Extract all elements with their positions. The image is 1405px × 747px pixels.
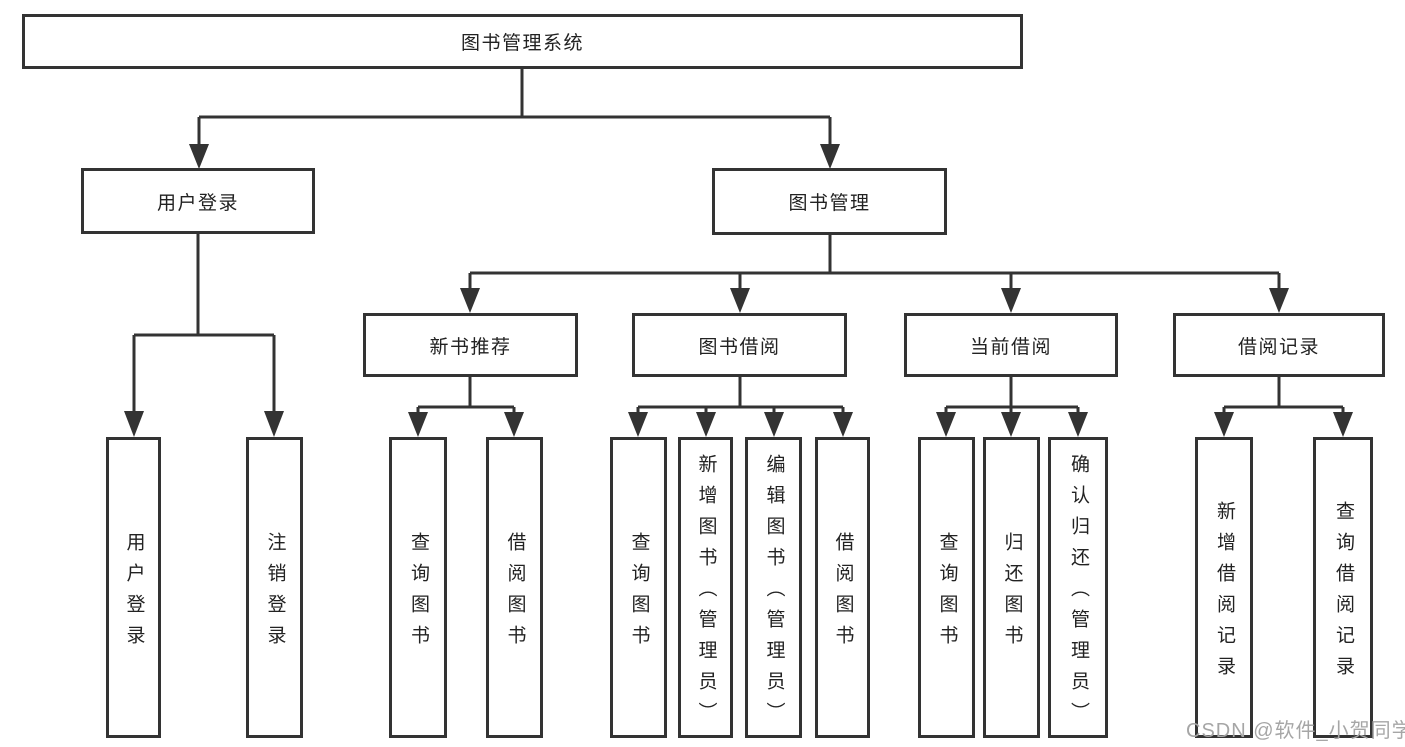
leaf-edit-books-admin: 编辑图书（管理员） <box>745 437 802 738</box>
connector-root-to-level2 <box>189 67 840 169</box>
leaf-add-books-admin: 新增图书（管理员） <box>678 437 733 738</box>
node-label: 查询图书 <box>936 531 958 656</box>
node-label: 图书借阅 <box>698 336 781 358</box>
node-label: 查询图书 <box>628 531 650 656</box>
leaf-logout-login: 注销登录 <box>246 437 303 738</box>
node-current-borrowing: 当前借阅 <box>904 313 1118 377</box>
node-book-borrowing: 图书借阅 <box>632 313 847 377</box>
leaf-query-books-borrowing: 查询图书 <box>610 437 667 738</box>
node-label: 新增借阅记录 <box>1213 500 1235 687</box>
csdn-watermark: CSDN @软件_小贺同学 <box>1186 720 1405 742</box>
leaf-borrow-books-recommend: 借阅图书 <box>486 437 543 738</box>
node-label: 用户登录 <box>156 192 239 214</box>
connector-user-login-to-leaves <box>124 230 284 437</box>
node-label: 新增图书（管理员） <box>695 454 717 733</box>
leaf-return-books: 归还图书 <box>983 437 1040 738</box>
node-label: 归还图书 <box>1001 531 1023 656</box>
leaf-add-borrow-record: 新增借阅记录 <box>1195 437 1253 738</box>
node-library-management-system: 图书管理系统 <box>22 14 1023 69</box>
connector-current-borrowing-to-leaves <box>936 374 1088 437</box>
node-label: 图书管理 <box>788 193 871 214</box>
node-label: 当前借阅 <box>969 336 1052 358</box>
leaf-query-borrow-record: 查询借阅记录 <box>1313 437 1373 738</box>
node-label: 确认归还（管理员） <box>1067 454 1089 733</box>
node-user-login: 用户登录 <box>81 168 315 234</box>
leaf-user-login: 用户登录 <box>106 437 161 738</box>
node-label: 借阅图书 <box>832 531 854 656</box>
node-label: 借阅图书 <box>504 531 526 656</box>
node-label: 用户登录 <box>123 531 145 656</box>
connector-borrowing-records-to-leaves <box>1214 374 1353 437</box>
node-label: 图书管理系统 <box>460 33 584 54</box>
node-label: 查询借阅记录 <box>1332 500 1354 687</box>
node-book-management: 图书管理 <box>712 168 947 235</box>
node-label: 查询图书 <box>407 531 429 656</box>
connector-book-borrowing-to-leaves <box>628 374 853 437</box>
leaf-confirm-return-admin: 确认归还（管理员） <box>1048 437 1108 738</box>
node-label: 注销登录 <box>264 531 286 656</box>
node-label: 借阅记录 <box>1237 336 1320 358</box>
leaf-query-books-recommend: 查询图书 <box>389 437 447 738</box>
node-new-book-recommend: 新书推荐 <box>363 313 578 377</box>
node-label: 新书推荐 <box>429 336 512 358</box>
node-borrowing-records: 借阅记录 <box>1173 313 1385 377</box>
connector-book-management-to-level3 <box>460 233 1289 313</box>
leaf-borrow-books-borrowing: 借阅图书 <box>815 437 870 738</box>
connector-new-book-recommend-to-leaves <box>408 374 524 437</box>
leaf-query-books-current: 查询图书 <box>918 437 975 738</box>
node-label: 编辑图书（管理员） <box>763 454 785 733</box>
